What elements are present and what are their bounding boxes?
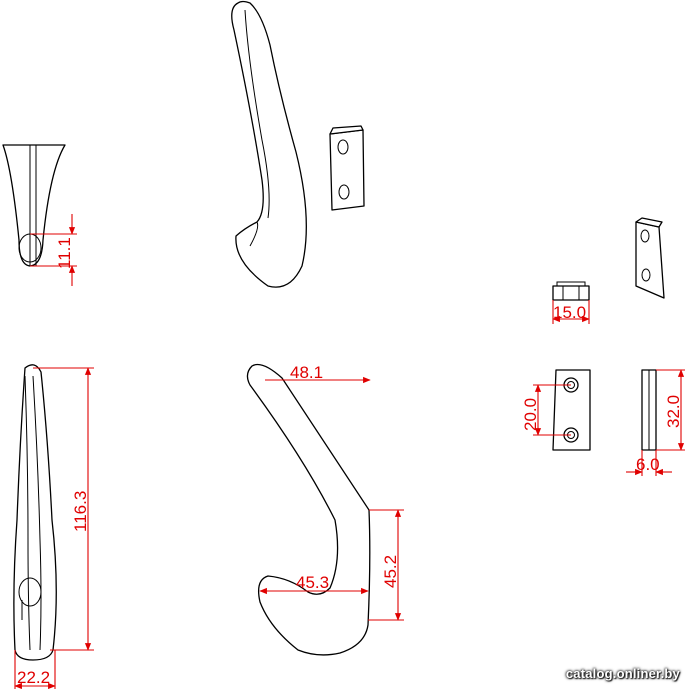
mounting-plate-perspective-small bbox=[635, 217, 665, 299]
watermark: catalog.onliner.by bbox=[565, 666, 680, 681]
hook-width-label: 22.2 bbox=[17, 668, 50, 687]
hook-side-view: 48.1 45.3 45.2 bbox=[246, 363, 404, 656]
hook-length-dimension: 116.3 bbox=[33, 367, 94, 651]
plate-thickness-label: 6.0 bbox=[636, 455, 660, 474]
mounting-plate-perspective bbox=[329, 125, 365, 211]
hook-length-label: 116.3 bbox=[71, 491, 90, 532]
plate-side-view: 32.0 6.0 bbox=[626, 369, 685, 476]
plate-top-view: 15.0 bbox=[552, 281, 590, 324]
hole-spacing-label: 20.0 bbox=[521, 398, 540, 431]
plate-top-width-label: 15.0 bbox=[553, 303, 586, 322]
hook-tip-front-view: 11.1 bbox=[2, 144, 77, 286]
hook-perspective-view bbox=[231, 0, 307, 288]
hook-depth-label: 45.2 bbox=[381, 555, 400, 588]
plate-height-label: 32.0 bbox=[664, 395, 683, 428]
hook-width-dimension: 22.2 bbox=[14, 650, 56, 689]
hook-top-width-label: 48.1 bbox=[290, 363, 323, 382]
plate-front-view: 20.0 bbox=[521, 369, 591, 451]
top-width-dimension: 48.1 bbox=[265, 363, 371, 384]
tip-width-label: 11.1 bbox=[55, 237, 74, 269]
hook-inner-width-label: 45.3 bbox=[296, 573, 329, 592]
hook-front-view: 116.3 22.2 bbox=[13, 364, 94, 689]
hook-depth-dimension: 45.2 bbox=[368, 509, 404, 621]
inner-width-dimension: 45.3 bbox=[259, 573, 369, 595]
tip-width-dimension: 11.1 bbox=[30, 214, 77, 286]
